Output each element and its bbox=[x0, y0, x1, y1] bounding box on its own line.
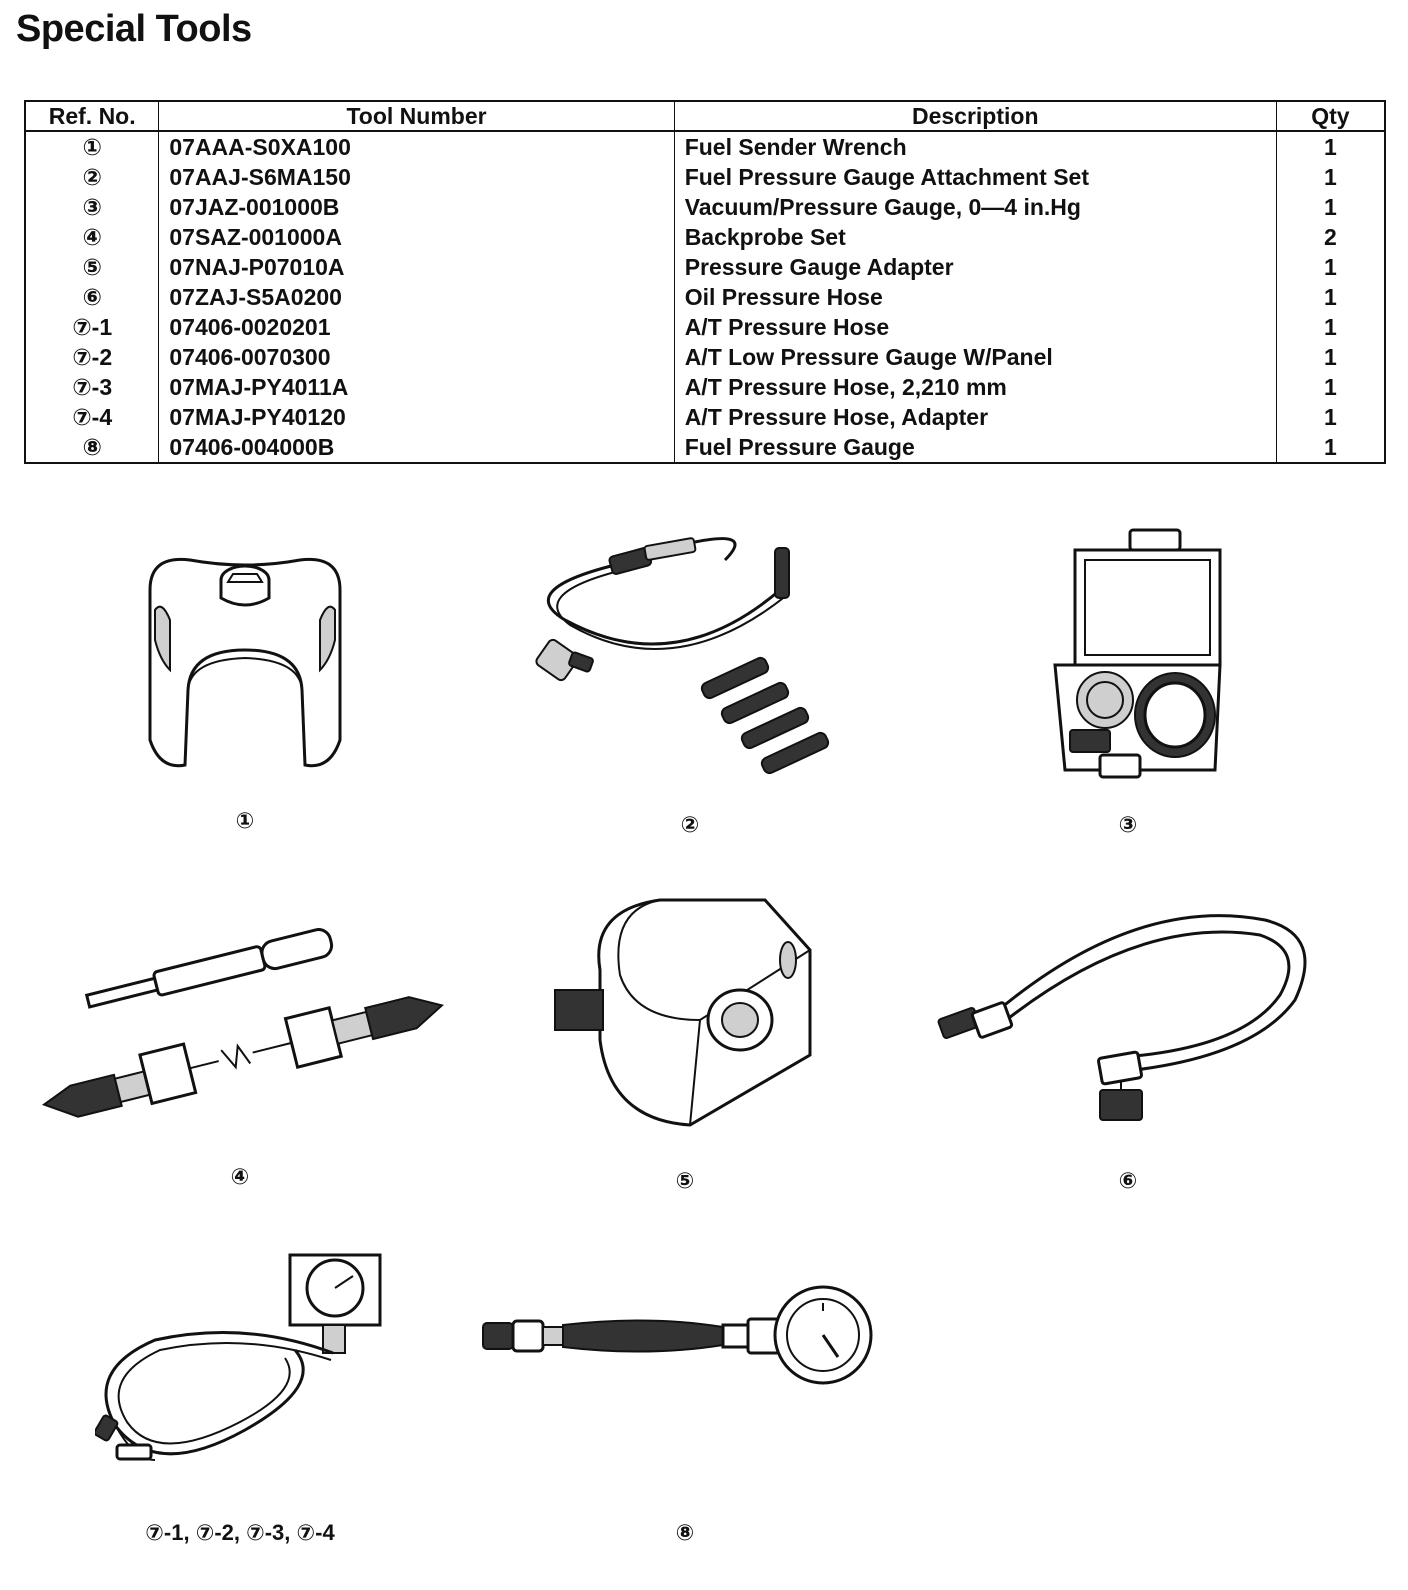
tool-number-cell: 07SAZ-001000A bbox=[158, 222, 675, 252]
ref-cell: ⑧ bbox=[24, 432, 160, 463]
qty-cell: 1 bbox=[1275, 282, 1386, 312]
ref-cell: ④ bbox=[24, 222, 160, 252]
qty-cell: 1 bbox=[1275, 131, 1386, 162]
description-cell: A/T Pressure Hose bbox=[673, 312, 1277, 342]
qty-cell: 2 bbox=[1275, 222, 1386, 252]
tool-number-cell: 07AAJ-S6MA150 bbox=[158, 162, 675, 192]
description-cell: Oil Pressure Hose bbox=[673, 282, 1277, 312]
qty-cell: 1 bbox=[1275, 162, 1386, 192]
ref-cell: ⑦-4 bbox=[24, 402, 160, 432]
caption-8: ⑧ bbox=[675, 1520, 695, 1545]
backprobe-set-icon bbox=[41, 928, 444, 1118]
tool-number-cell: 07AAA-S0XA100 bbox=[158, 131, 675, 162]
description-cell: A/T Low Pressure Gauge W/Panel bbox=[673, 342, 1277, 372]
header-ref-no: Ref. No. bbox=[24, 100, 160, 132]
description-cell: A/T Pressure Hose, 2,210 mm bbox=[673, 372, 1277, 402]
tool-number-cell: 07406-0020201 bbox=[158, 312, 675, 342]
ref-cell: ③ bbox=[24, 192, 160, 222]
gauge-attachment-set-icon bbox=[535, 537, 830, 775]
description-cell: Fuel Sender Wrench bbox=[673, 131, 1277, 162]
qty-cell: 1 bbox=[1275, 252, 1386, 282]
caption-5: ⑤ bbox=[675, 1168, 695, 1193]
caption-4: ④ bbox=[230, 1164, 250, 1189]
tool-number-cell: 07406-0070300 bbox=[158, 342, 675, 372]
qty-cell: 1 bbox=[1275, 312, 1386, 342]
description-cell: Vacuum/Pressure Gauge, 0—4 in.Hg bbox=[673, 192, 1277, 222]
caption-7: ⑦-1, ⑦-2, ⑦-3, ⑦-4 bbox=[145, 1520, 335, 1545]
tool-number-cell: 07JAZ-001000B bbox=[158, 192, 675, 222]
ref-cell: ② bbox=[24, 162, 160, 192]
caption-1: ① bbox=[235, 808, 255, 833]
page-title: Special Tools bbox=[16, 8, 252, 50]
header-tool-number: Tool Number bbox=[158, 100, 675, 132]
description-cell: A/T Pressure Hose, Adapter bbox=[673, 402, 1277, 432]
gauge-case-icon bbox=[1053, 528, 1222, 779]
ref-cell: ⑦-3 bbox=[24, 372, 160, 402]
ref-cell: ① bbox=[24, 131, 160, 162]
tool-number-cell: 07NAJ-P07010A bbox=[158, 252, 675, 282]
fuel-sender-wrench-icon bbox=[148, 557, 342, 768]
description-cell: Backprobe Set bbox=[673, 222, 1277, 252]
caption-2: ② bbox=[680, 812, 700, 837]
caption-3: ③ bbox=[1118, 812, 1138, 837]
description-cell: Fuel Pressure Gauge Attachment Set bbox=[673, 162, 1277, 192]
fuel-pressure-gauge-icon bbox=[482, 1285, 873, 1385]
qty-cell: 1 bbox=[1275, 192, 1386, 222]
qty-cell: 1 bbox=[1275, 342, 1386, 372]
tool-number-cell: 07406-004000B bbox=[158, 432, 675, 463]
ref-cell: ⑦-2 bbox=[24, 342, 160, 372]
description-cell: Pressure Gauge Adapter bbox=[673, 252, 1277, 282]
pressure-adapter-icon bbox=[554, 898, 812, 1127]
tool-number-cell: 07MAJ-PY40120 bbox=[158, 402, 675, 432]
ref-cell: ⑤ bbox=[24, 252, 160, 282]
ref-cell: ⑦-1 bbox=[24, 312, 160, 342]
qty-cell: 1 bbox=[1275, 432, 1386, 463]
tool-number-cell: 07ZAJ-S5A0200 bbox=[158, 282, 675, 312]
caption-6: ⑥ bbox=[1118, 1168, 1138, 1193]
at-pressure-gauge-hose-icon bbox=[95, 1253, 382, 1461]
tool-number-cell: 07MAJ-PY4011A bbox=[158, 372, 675, 402]
qty-cell: 1 bbox=[1275, 372, 1386, 402]
ref-cell: ⑥ bbox=[24, 282, 160, 312]
header-description: Description bbox=[673, 100, 1277, 132]
qty-cell: 1 bbox=[1275, 402, 1386, 432]
description-cell: Fuel Pressure Gauge bbox=[673, 432, 1277, 463]
header-qty: Qty bbox=[1275, 100, 1386, 132]
table-header-row: Ref. No. Tool Number Description Qty bbox=[24, 100, 1386, 132]
oil-pressure-hose-icon bbox=[937, 914, 1307, 1121]
